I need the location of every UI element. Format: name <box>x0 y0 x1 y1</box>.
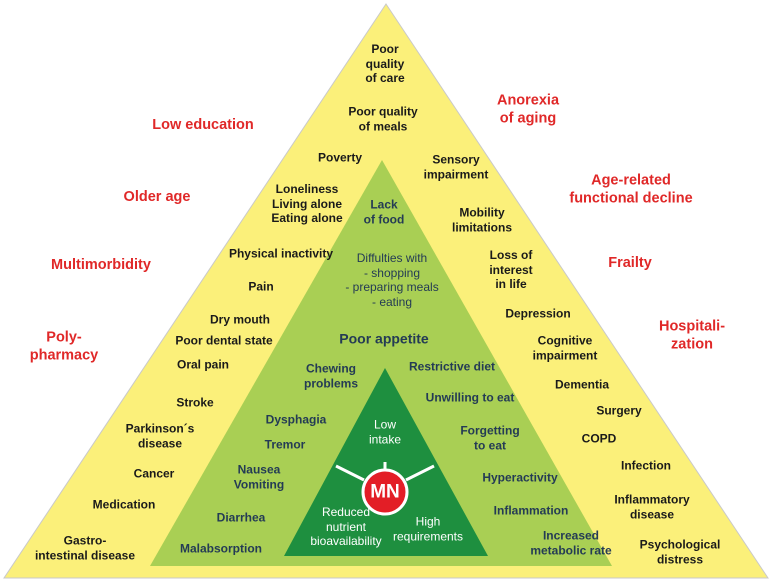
physical-inactivity-label: Physical inactivity <box>228 246 334 261</box>
functional-decline-label: Age-related functional decline <box>569 172 693 206</box>
mn-circle <box>361 468 409 516</box>
mobility-limitations-label: Mobility limitations <box>451 205 513 234</box>
multimorbidity-label: Multimorbidity <box>51 257 151 274</box>
dysphagia-label: Dysphagia <box>265 412 327 427</box>
reduced-bioavailability-label: Reduced nutrient bioavailability <box>310 505 382 549</box>
loss-of-interest-label: Loss of interest in life <box>489 248 533 292</box>
poor-quality-care-label: Poor quality of care <box>365 42 405 86</box>
mn-label: MN <box>370 481 400 503</box>
mn-spoke-left <box>335 464 365 482</box>
difficulties-label: Diffulties with - shopping - preparing m… <box>345 250 439 309</box>
oral-pain-label: Oral pain <box>176 357 230 372</box>
polypharmacy-label: Poly- pharmacy <box>29 329 99 363</box>
psychological-distress-label: Psychological distress <box>639 537 721 566</box>
parkinsons-disease-label: Parkinson´s disease <box>125 421 195 450</box>
pain-label: Pain <box>248 279 274 294</box>
metabolic-rate-label: Increased metabolic rate <box>530 528 612 557</box>
middle-triangle <box>150 160 612 566</box>
hospitalization-label: Hospitali- zation <box>658 318 726 352</box>
medication-label: Medication <box>92 497 156 512</box>
gastrointestinal-disease-label: Gastro- intestinal disease <box>34 533 136 562</box>
stroke-label: Stroke <box>176 395 214 410</box>
chewing-problems-label: Chewing problems <box>303 361 359 390</box>
poverty-label: Poverty <box>317 150 363 165</box>
forgetting-to-eat-label: Forgetting to eat <box>460 423 520 452</box>
low-intake-label: Low intake <box>368 417 402 446</box>
poor-dental-state-label: Poor dental state <box>175 333 273 348</box>
cognitive-impairment-label: Cognitive impairment <box>532 333 598 362</box>
inflammation-label: Inflammation <box>493 503 569 518</box>
poor-appetite-label: Poor appetite <box>339 330 429 347</box>
nausea-vomiting-label: Nausea Vomiting <box>233 462 285 491</box>
inflammatory-disease-label: Inflammatory disease <box>614 492 690 521</box>
depression-label: Depression <box>505 306 571 321</box>
anorexia-of-aging-label: Anorexia of aging <box>496 92 560 126</box>
high-requirements-label: High requirements <box>392 514 464 543</box>
cancer-label: Cancer <box>133 466 175 481</box>
dry-mouth-label: Dry mouth <box>210 312 270 327</box>
lack-of-food-label: Lack of food <box>363 197 405 226</box>
poor-quality-meals-label: Poor quality of meals <box>348 104 418 133</box>
sensory-impairment-label: Sensory impairment <box>423 152 489 181</box>
unwilling-to-eat-label: Unwilling to eat <box>425 390 515 405</box>
dementia-label: Dementia <box>554 377 610 392</box>
loneliness-label: Loneliness Living alone Eating alone <box>271 182 343 226</box>
malabsorption-label: Malabsorption <box>179 541 263 556</box>
surgery-label: Surgery <box>596 403 642 418</box>
low-education-label: Low education <box>152 117 254 134</box>
infection-label: Infection <box>621 458 671 473</box>
diarrhea-label: Diarrhea <box>216 510 266 525</box>
mn-spoke-right <box>405 464 435 482</box>
hyperactivity-label: Hyperactivity <box>482 470 558 485</box>
restrictive-diet-label: Restrictive diet <box>408 359 496 374</box>
frailty-label: Frailty <box>608 255 652 272</box>
older-age-label: Older age <box>123 189 191 206</box>
copd-label: COPD <box>581 431 617 446</box>
tremor-label: Tremor <box>264 437 306 452</box>
